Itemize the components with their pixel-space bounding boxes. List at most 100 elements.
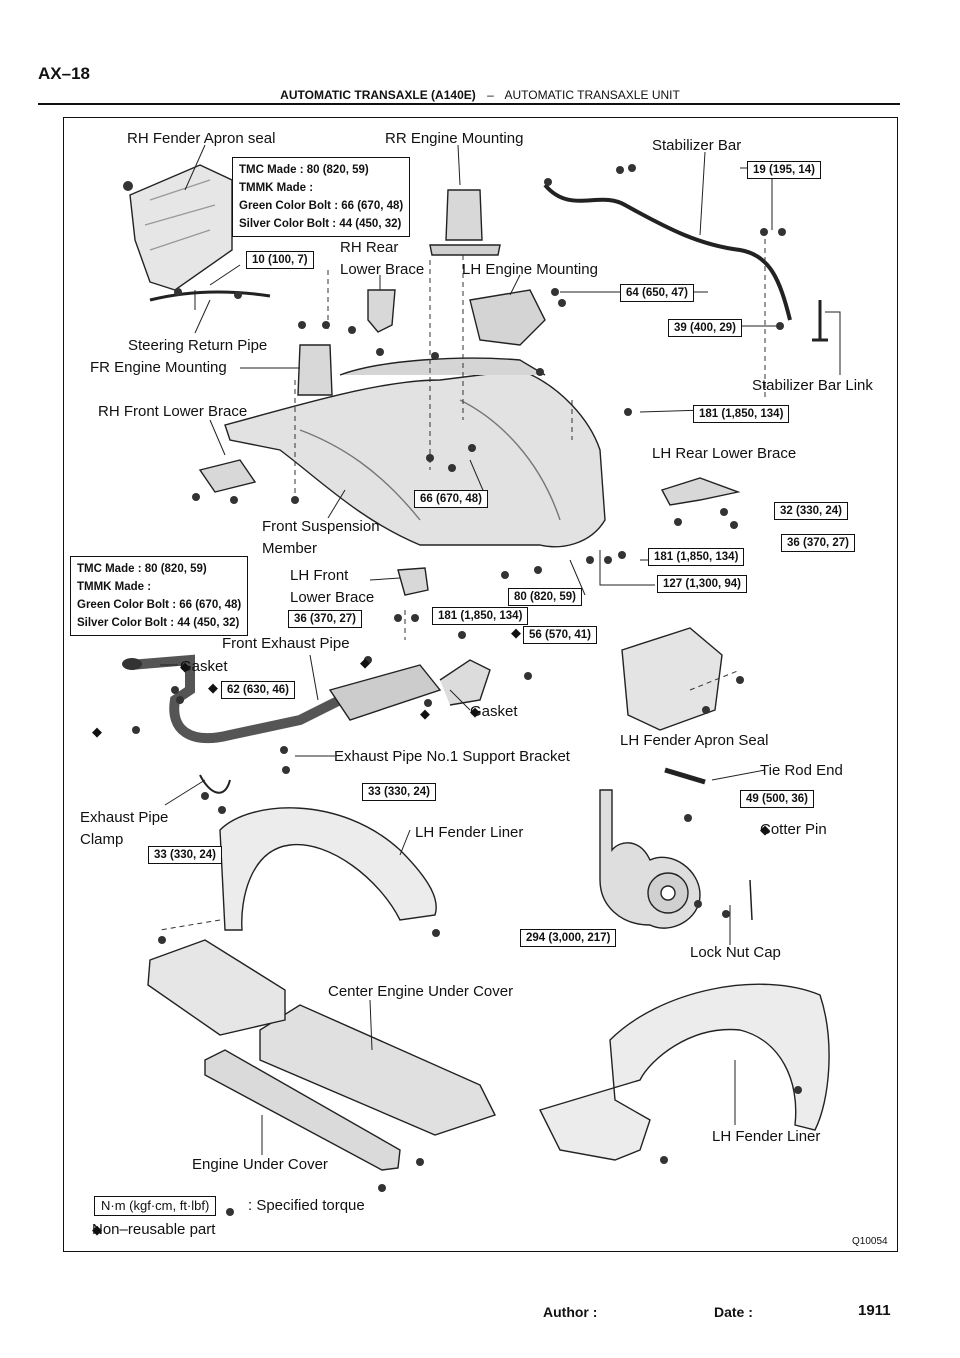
label-exhaust-pipe-clamp-1: Exhaust Pipe (80, 809, 169, 826)
section-code: AX–18 (38, 64, 90, 83)
label-front-exhaust-pipe: Front Exhaust Pipe (222, 635, 350, 652)
label-front-suspension-member-1: Front Suspension (262, 518, 380, 535)
label-cotter-pin: ◆ Cotter Pin (760, 820, 827, 839)
label-rr-engine-mounting: RR Engine Mounting (385, 130, 524, 147)
label-gasket-left-text: Gasket (180, 658, 228, 675)
torque-32: 32 (330, 24) (774, 502, 849, 520)
note-line: Green Color Bolt : 66 (670, 48) (239, 200, 404, 212)
note-line: TMMK Made : (77, 581, 152, 593)
nonreusable-diamond-icon: ◆ (470, 704, 480, 719)
torque-56-text: 56 (570, 41) (529, 629, 592, 641)
label-cotter-pin-text: Cotter Pin (760, 821, 827, 838)
rh-rear-lower-brace-shape (367, 289, 396, 333)
label-gasket-right-text: Gasket (470, 703, 518, 720)
legend-nonreusable: ◆ Non–reusable part (92, 1220, 215, 1239)
label-lh-fender-apron-seal: LH Fender Apron Seal (620, 732, 769, 749)
nonreusable-diamond-icon: ◆ (760, 822, 770, 837)
torque-33-bracket: 33 (330, 24) (362, 783, 437, 801)
note-lower-made-torque: TMC Made : 80 (820, 59) TMMK Made : Gree… (70, 556, 249, 636)
label-lh-front-lower-brace-1: LH Front (290, 567, 349, 584)
note-line: Green Color Bolt : 66 (670, 48) (77, 599, 242, 611)
nonreusable-diamond-icon: ◆ (208, 680, 218, 695)
legend-specified-torque: : Specified torque (248, 1197, 365, 1214)
tie-rod-end-shape (664, 767, 706, 785)
label-gasket-right: ◆ Gasket (470, 702, 518, 721)
label-front-suspension-member-2: Member (262, 540, 318, 557)
header-rule (38, 103, 900, 105)
center-engine-under-cover-shape (259, 1004, 496, 1136)
note-line: Silver Color Bolt : 44 (450, 32) (77, 617, 240, 629)
steering-return-pipe-shape (149, 290, 271, 302)
label-rh-fender-apron-seal: RH Fender Apron seal (127, 130, 276, 147)
nonreusable-diamond-icon: ◆ (511, 625, 521, 640)
label-steering-return-pipe: Steering Return Pipe (128, 337, 268, 354)
torque-56: 56 (570, 41) (523, 626, 598, 644)
lh-engine-mounting-shape (469, 289, 546, 346)
label-lh-front-lower-brace-2: Lower Brace (290, 589, 375, 606)
nonreusable-diamond-icon: ◆ (180, 659, 190, 674)
torque-39: 39 (400, 29) (668, 319, 743, 337)
label-tie-rod-end: Tie Rod End (760, 762, 843, 779)
torque-36-left: 36 (370, 27) (288, 610, 363, 628)
lh-fender-apron-seal-shape (621, 627, 723, 731)
page-title: AUTOMATIC TRANSAXLE (A140E) – AUTOMATIC … (0, 88, 960, 102)
torque-36-right: 36 (370, 27) (781, 534, 856, 552)
label-center-engine-under-cover: Center Engine Under Cover (328, 983, 514, 1000)
note-line: TMC Made : 80 (820, 59) (77, 563, 207, 575)
torque-49: 49 (500, 36) (740, 790, 815, 808)
label-lh-fender-liner-upper: LH Fender Liner (415, 824, 524, 841)
torque-181-lower: 181 (1,850, 134) (432, 607, 529, 625)
rh-fender-apron-seal-shape (129, 164, 233, 291)
nonreusable-diamond-icon: ◆ (92, 724, 102, 739)
note-line: Silver Color Bolt : 44 (450, 32) (239, 218, 402, 230)
label-fr-engine-mounting: FR Engine Mounting (90, 359, 227, 376)
label-stabilizer-bar-link: Stabilizer Bar Link (752, 377, 873, 394)
rr-engine-mounting-shape (445, 189, 483, 241)
label-lh-rear-lower-brace: LH Rear Lower Brace (652, 445, 797, 462)
footer-page-number: 1911 (858, 1302, 891, 1319)
fr-engine-mounting-shape (297, 344, 333, 396)
torque-181-middle: 181 (1,850, 134) (648, 548, 745, 566)
label-engine-under-cover: Engine Under Cover (192, 1156, 328, 1173)
note-line: TMMK Made : (239, 182, 314, 194)
catalytic-converter-shape (328, 664, 442, 721)
footer-author: Author : (543, 1304, 598, 1320)
diagram-frame (63, 117, 898, 1252)
lh-front-lower-brace-shape (397, 567, 429, 596)
stabilizer-bar-shape (543, 183, 792, 321)
label-exhaust-pipe-clamp-2: Clamp (80, 831, 124, 848)
torque-33-clamp: 33 (330, 24) (148, 846, 223, 864)
torque-66: 66 (670, 48) (414, 490, 489, 508)
torque-294: 294 (3,000, 217) (520, 929, 617, 947)
title-left: AUTOMATIC TRANSAXLE (A140E) (280, 88, 476, 102)
lh-fender-liner-lower-shape (539, 983, 830, 1161)
label-lh-engine-mounting: LH Engine Mounting (462, 261, 598, 278)
legend-nonreusable-text: Non–reusable part (92, 1221, 216, 1238)
footer-date: Date : (714, 1304, 753, 1320)
rh-front-lower-brace-shape (198, 459, 257, 493)
label-rh-rear-lower-brace-2: Lower Brace (340, 261, 425, 278)
nonreusable-diamond-icon: ◆ (92, 1222, 102, 1237)
figure-code: Q10054 (852, 1236, 888, 1247)
title-right: AUTOMATIC TRANSAXLE UNIT (504, 88, 680, 102)
title-separator: – (487, 88, 494, 102)
steering-knuckle-shape (599, 789, 701, 929)
cotter-pin-shape (749, 879, 753, 921)
label-rh-rear-lower-brace-1: RH Rear (340, 239, 399, 256)
front-exhaust-pipe-shape (129, 654, 343, 744)
torque-181-upper: 181 (1,850, 134) (693, 405, 790, 423)
label-lock-nut-cap: Lock Nut Cap (690, 944, 781, 961)
torque-19: 19 (195, 14) (747, 161, 822, 179)
note-line: TMC Made : 80 (820, 59) (239, 164, 369, 176)
note-upper-made-torque: TMC Made : 80 (820, 59) TMMK Made : Gree… (232, 157, 411, 237)
torque-127: 127 (1,300, 94) (657, 575, 748, 593)
engine-under-cover-shape (204, 1049, 401, 1171)
lh-rear-lower-brace-shape (660, 477, 741, 506)
label-exhaust-pipe-support-bracket: Exhaust Pipe No.1 Support Bracket (334, 748, 570, 765)
label-gasket-left: ◆ Gasket (180, 657, 228, 676)
legend-unit-box: N·m (kgf·cm, ft·lbf) (94, 1196, 217, 1216)
label-rh-front-lower-brace: RH Front Lower Brace (98, 403, 248, 420)
torque-64: 64 (650, 47) (620, 284, 695, 302)
lh-fender-liner-upper-shape (219, 807, 437, 931)
